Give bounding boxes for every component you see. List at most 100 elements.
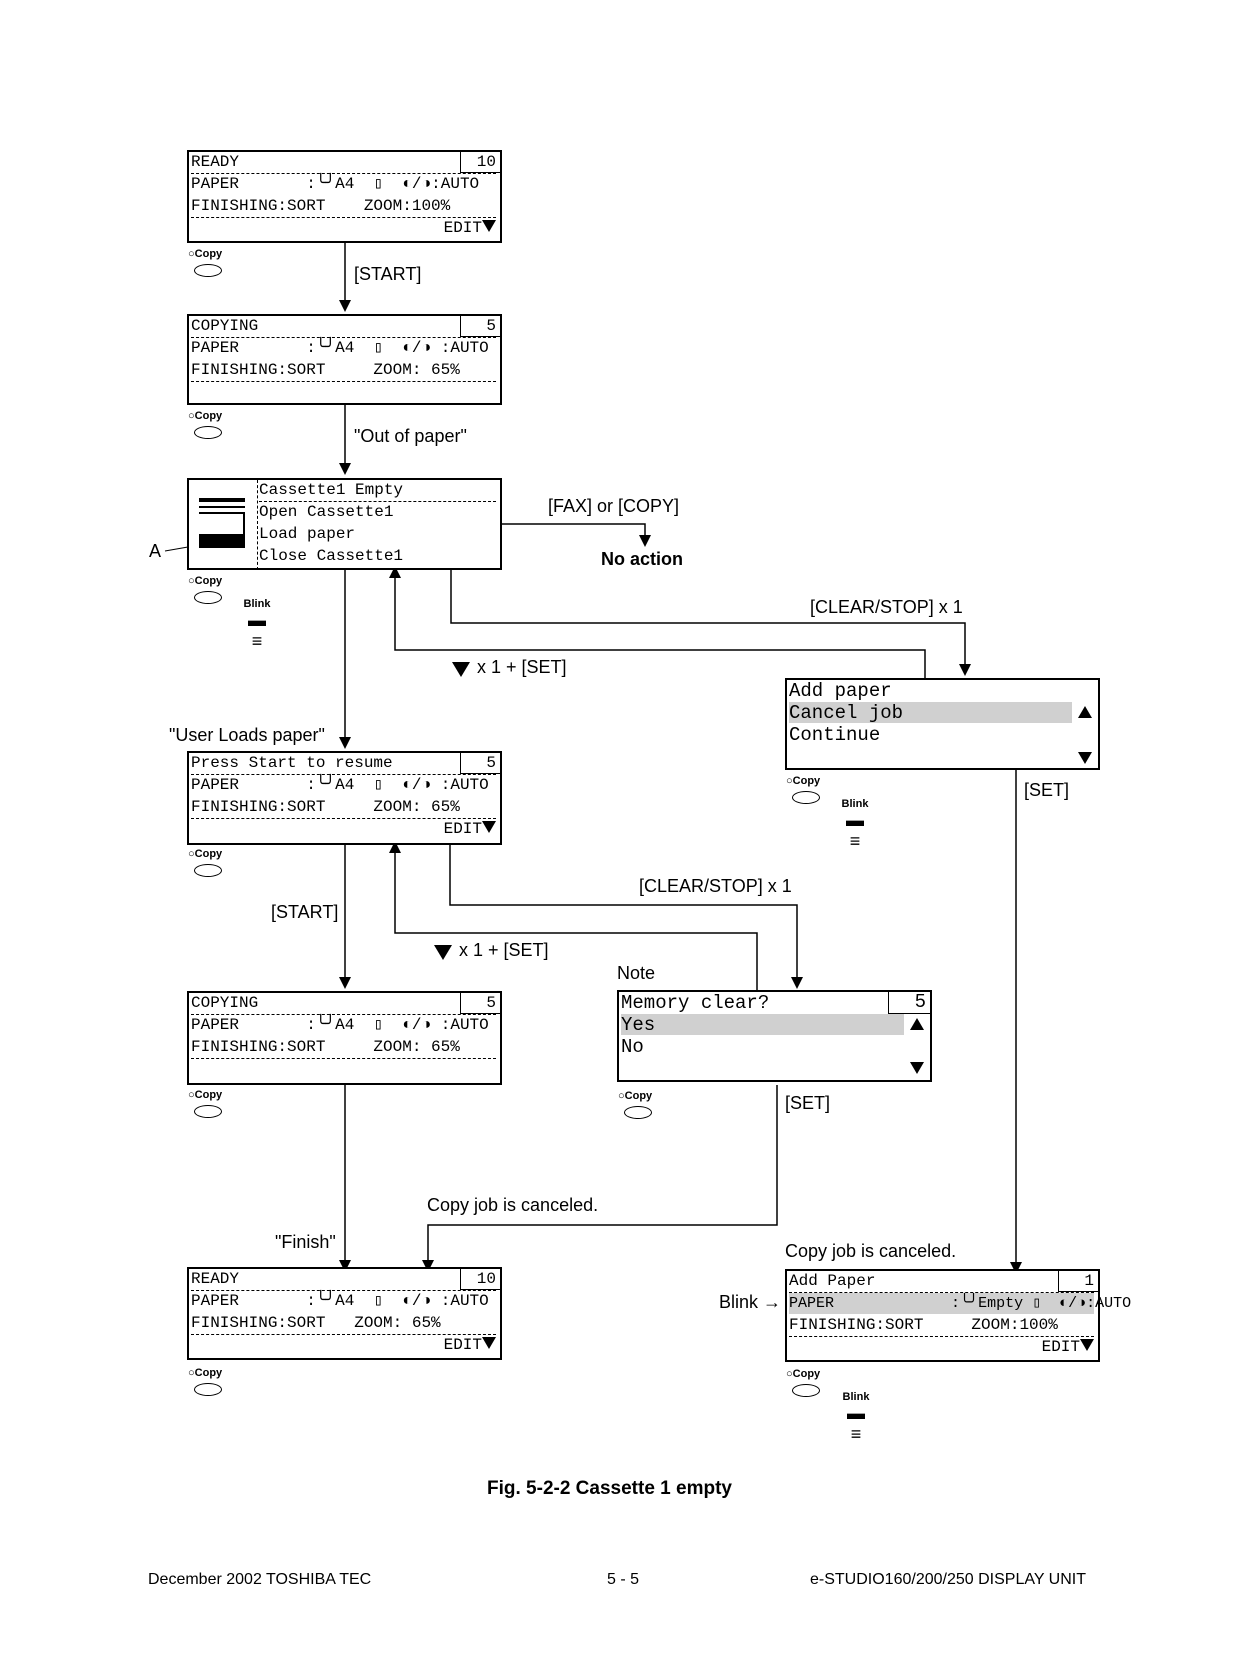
edit-line: EDIT [191,218,496,239]
copy-led-icon [624,1106,652,1119]
screen-title: Add Paper [789,1271,1094,1293]
copy-led-icon [194,864,222,877]
lcd-screen-add-paper-menu: Add paper Cancel job Continue [785,678,1100,770]
label-set-2: [SET] [785,1093,831,1113]
footer-page-number: 5 - 5 [607,1571,640,1588]
finishing-line: FINISHING:SORT ZOOM: 65% [191,1037,496,1059]
copy-led: ○Copy [188,575,222,604]
copy-led: ○Copy [188,410,222,439]
copy-led-icon [194,1383,222,1396]
edit-line: EDIT [789,1337,1094,1358]
copy-led: ○Copy [188,848,222,877]
copy-led: ○Copy [188,248,222,277]
label-a: A [149,541,162,561]
blink-indicator: Blink▬≡ [836,1391,876,1445]
label-user-loads-paper: "User Loads paper" [169,725,325,745]
scroll-up-icon [1078,706,1092,718]
footer-left: December 2002 TOSHIBA TEC [148,1571,372,1588]
paper-line: PAPER :╰╯A4 ▯ ◐/◑:AUTO [191,175,480,193]
menu-item-add-paper[interactable]: Add paper [789,680,892,702]
label-clear-stop-2: [CLEAR/STOP] x 1 [639,876,792,896]
cassette-icon [199,498,247,550]
down-arrow-icon [482,220,496,232]
screen-title: COPYING [191,316,496,338]
label-no-action: No action [601,549,684,569]
copy-count: 1 [1058,1271,1098,1292]
paper-line: PAPER :╰╯Empty ▯ ◐/◑:AUTO [789,1293,1132,1314]
paper-line: PAPER :╰╯A4 ▯ ◐/◑ :AUTO [191,1016,489,1034]
copy-count: 5 [460,316,500,337]
tray-blink-icon: ▬≡ [847,1403,865,1444]
label-note: Note [617,963,656,983]
blink-indicator: Blink▬≡ [237,598,277,652]
copy-count: 5 [460,753,500,774]
lcd-screen-add-paper: Add Paper 1 PAPER :╰╯Empty ▯ ◐/◑:AUTO FI… [785,1269,1132,1362]
finishing-line: FINISHING:SORT ZOOM: 65% [191,360,496,382]
label-finish: "Finish" [275,1232,336,1252]
copy-led-icon [792,1384,820,1397]
down-arrow-icon [482,1337,496,1349]
copy-led: ○Copy [618,1090,652,1119]
screen-title: Press Start to resume [191,753,496,775]
label-start-1: [START] [354,264,422,284]
menu-item-continue[interactable]: Continue [789,724,881,746]
copy-led-icon [194,426,222,439]
lcd-screen-ready: READY 10 PAPER :╰╯A4 ▯ ◐/◑:AUTO FINISHIN… [187,150,502,243]
copy-led: ○Copy [786,1368,820,1397]
menu-item-no[interactable]: No [621,1036,644,1058]
finishing-line: FINISHING:SORT ZOOM: 65% [191,1313,496,1335]
label-set-1: [SET] [1024,780,1070,800]
finishing-line: FINISHING:SORT ZOOM: 65% [191,797,496,819]
screen-title: READY [191,152,496,174]
scroll-down-icon [910,1062,924,1074]
figure-caption: Fig. 5-2-2 Cassette 1 empty [487,1478,732,1499]
screen-title: READY [191,1269,496,1291]
lcd-screen-copying: COPYING 5 PAPER :╰╯A4 ▯ ◐/◑ :AUTO FINISH… [187,314,502,405]
copy-led: ○Copy [188,1089,222,1118]
copy-count: 10 [460,1269,500,1290]
paper-line: PAPER :╰╯A4 ▯ ◐/◑ :AUTO [191,776,489,794]
label-down-set-2: x 1 + [SET] [459,940,549,960]
lcd-screen-cassette-empty: Cassette1 Empty Open Cassette1 Load pape… [187,478,502,570]
down-arrow-icon [482,821,496,833]
screen-title: Memory clear? [621,992,770,1014]
lcd-screen-ready-2: READY 10 PAPER :╰╯A4 ▯ ◐/◑ :AUTO FINISHI… [187,1267,502,1360]
copy-led-icon [194,264,222,277]
copy-count: 5 [888,992,930,1014]
footer-right: e-STUDIO160/200/250 DISPLAY UNIT [810,1571,1086,1588]
menu-item-cancel-job[interactable]: Cancel job [789,702,1072,724]
finishing-line: FINISHING:SORT ZOOM:100% [789,1315,1094,1337]
copy-led: ○Copy [188,1367,222,1396]
menu-item-yes[interactable]: Yes [621,1014,904,1036]
label-down-set-1: x 1 + [SET] [477,657,567,677]
label-copy-job-canceled-2: Copy job is canceled. [785,1241,957,1261]
label-blink-arrow: Blink → [719,1292,782,1312]
tray-blink-icon: ▬≡ [248,610,266,651]
copy-led-icon [792,791,820,804]
copy-count: 5 [460,993,500,1014]
finishing-line: FINISHING:SORT ZOOM:100% [191,196,496,218]
copy-led-icon [194,591,222,604]
label-out-of-paper: "Out of paper" [354,426,467,446]
scroll-up-icon [910,1018,924,1030]
lcd-screen-memory-clear: Memory clear? 5 Yes No [617,990,932,1082]
blink-indicator: Blink▬≡ [835,798,875,852]
message-line: Load paper [259,525,356,543]
tray-blink-icon: ▬≡ [846,810,864,851]
paper-line: PAPER :╰╯A4 ▯ ◐/◑ :AUTO [191,339,489,357]
scroll-down-icon [1078,752,1092,764]
down-arrow-icon [1080,1339,1094,1351]
label-copy-job-canceled-1: Copy job is canceled. [427,1195,599,1215]
edit-line: EDIT [191,1335,496,1356]
label-start-2: [START] [271,902,339,922]
copy-count: 10 [460,152,500,173]
edit-line: EDIT [191,819,496,840]
label-clear-stop-1: [CLEAR/STOP] x 1 [810,597,963,617]
copy-led-icon [194,1105,222,1118]
screen-title: COPYING [191,993,496,1015]
message-line: Cassette1 Empty [259,480,496,502]
lcd-screen-press-start: Press Start to resume 5 PAPER :╰╯A4 ▯ ◐/… [187,751,502,845]
label-fax-copy: [FAX] or [COPY] [548,496,680,516]
paper-line: PAPER :╰╯A4 ▯ ◐/◑ :AUTO [191,1292,489,1310]
